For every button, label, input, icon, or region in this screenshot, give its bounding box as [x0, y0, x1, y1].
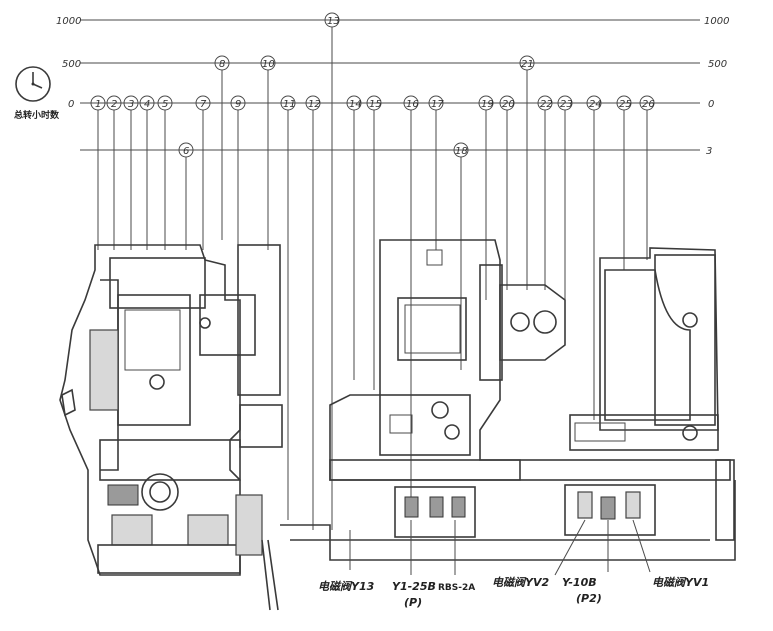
scale-left-500: 500 [62, 59, 81, 70]
scale-right-500: 500 [708, 59, 727, 70]
caption-valve-13: 电磁阀Y13 [318, 580, 375, 593]
bubble-24: 24 [589, 99, 602, 110]
bubble-4: 4 [144, 99, 150, 110]
bubble-26: 26 [642, 99, 655, 110]
bubble-9: 9 [235, 99, 241, 110]
scale-left-1000: 1000 [56, 16, 81, 27]
bubble-19: 19 [481, 99, 494, 110]
bubble-13: 13 [327, 16, 340, 27]
bubble-3: 3 [128, 99, 134, 110]
bubble-10: 10 [262, 59, 275, 70]
bubble-1: 1 [95, 99, 101, 110]
caption-pump-p2: Y-10B [562, 576, 597, 589]
left-machine [59, 244, 283, 611]
scale-left-0: 0 [68, 99, 74, 110]
caption-valve-yv2: 电磁阀YV2 [492, 576, 549, 589]
caption-pump-p: Y1-25B [392, 580, 436, 593]
bubble-12: 12 [308, 99, 321, 110]
bubble-20: 20 [502, 99, 515, 110]
bubble-6: 6 [183, 146, 189, 157]
bubble-18: 18 [455, 146, 468, 157]
right-machine [564, 247, 735, 541]
bubble-15: 15 [369, 99, 382, 110]
scale-right-1000: 1000 [704, 16, 729, 27]
bubble-5: 5 [162, 99, 168, 110]
bubble-2: 2 [111, 99, 117, 110]
bubble-22: 22 [540, 99, 553, 110]
middle-machine [329, 239, 731, 538]
clock-label: 总转小时数 [14, 109, 60, 121]
caption-valve-yv1: 电磁阀YV1 [652, 576, 709, 589]
bubble-23: 23 [560, 99, 573, 110]
bubble-11: 11 [283, 99, 296, 110]
scale-right-0: 0 [708, 99, 714, 110]
bubble-16: 16 [406, 99, 419, 110]
bubble-25: 25 [619, 99, 632, 110]
caption-pump-p-sub: (P) [404, 596, 422, 609]
scale-lines: 1000 500 0 1000 500 0 3 [56, 16, 729, 157]
captions: 电磁阀Y13 Y1-25B (P) RBS-2A 电磁阀YV2 Y-10B (P… [318, 576, 709, 609]
scale-right-3: 3 [706, 146, 712, 157]
bubble-17: 17 [431, 99, 444, 110]
bubble-21: 21 [521, 59, 534, 70]
bubble-8: 8 [219, 59, 225, 70]
reference-bubbles: 13 8 10 21 1 2 3 4 5 7 9 [90, 12, 655, 530]
caption-pump-p2-sub: (P2) [576, 592, 602, 605]
caption-valve-rbs: RBS-2A [438, 583, 475, 593]
bubble-14: 14 [349, 99, 362, 110]
clock-icon [15, 66, 51, 102]
bubble-7: 7 [200, 99, 207, 110]
base-and-piping [280, 480, 736, 576]
